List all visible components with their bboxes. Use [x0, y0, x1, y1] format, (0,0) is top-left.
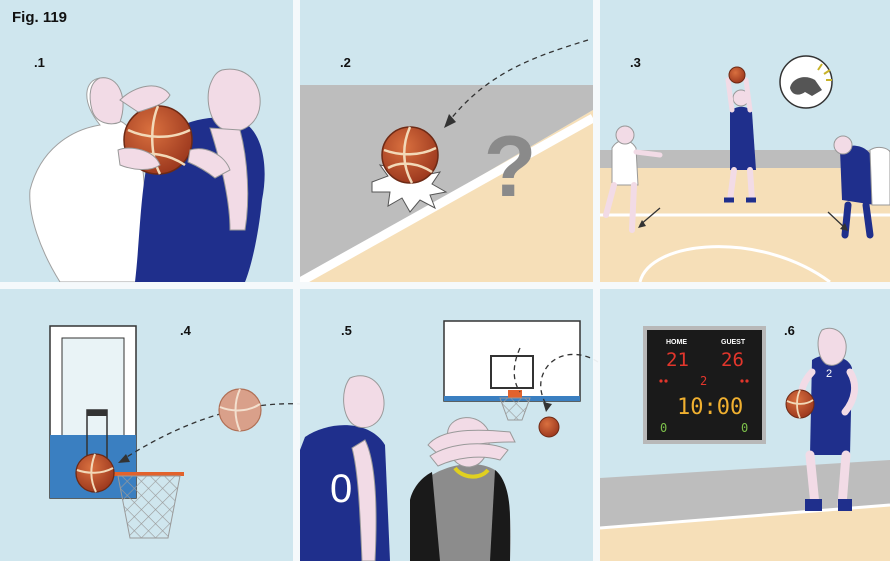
- panel-number-6: .6: [784, 323, 795, 338]
- game-clock: 10:00: [677, 395, 743, 420]
- jersey-number-2: 2: [826, 368, 832, 380]
- panel-1: [0, 0, 293, 282]
- jersey-number: 0: [330, 467, 352, 511]
- guest-label: GUEST: [721, 339, 746, 346]
- question-mark: ?: [484, 119, 537, 215]
- panel-number-1: .1: [34, 55, 45, 70]
- period: 2: [700, 374, 707, 388]
- panel-number-4: .4: [180, 323, 191, 338]
- guest-fouls: 0: [741, 421, 748, 435]
- home-fouls: 0: [660, 421, 667, 435]
- guest-score: 26: [721, 349, 744, 371]
- panel-2: ?: [300, 0, 593, 282]
- panel-4: [0, 289, 302, 561]
- panel-6: HOME GUEST 21 26 2 10:00 0 0 2: [600, 289, 890, 561]
- figure-label: Fig. 119: [12, 9, 67, 26]
- panel-3: [600, 0, 890, 282]
- home-score: 21: [666, 349, 689, 371]
- home-label: HOME: [666, 339, 687, 346]
- panel-number-3: .3: [630, 55, 641, 70]
- panel-number-2: .2: [340, 55, 351, 70]
- panel-number-5: .5: [341, 323, 352, 338]
